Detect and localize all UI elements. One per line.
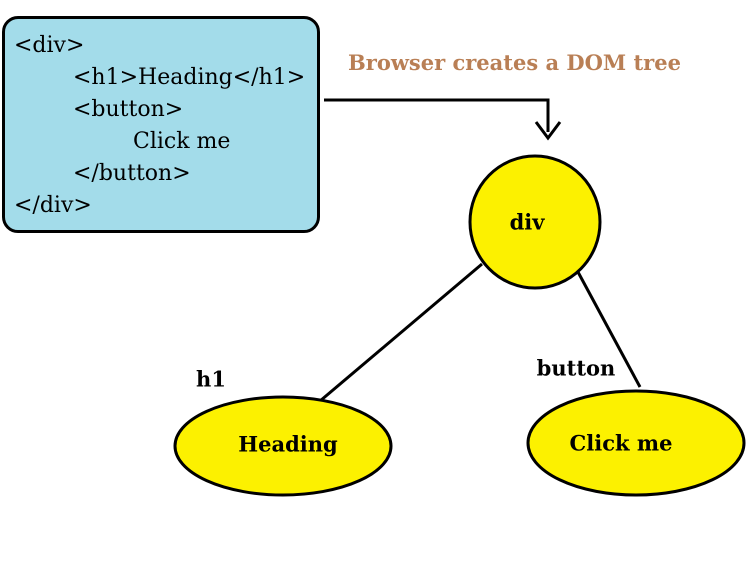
code-line-div-close: </div> — [14, 193, 92, 218]
code-line-h1: <h1>Heading</h1> — [73, 65, 306, 90]
code-line-button-text: Click me — [133, 129, 231, 154]
heading-node — [173, 395, 393, 497]
h1-tag-label: h1 — [196, 366, 226, 392]
button-tag-label: button — [536, 355, 616, 381]
diagram-caption: Browser creates a DOM tree — [348, 50, 681, 75]
edge-div-h1 — [319, 262, 483, 403]
button-node — [526, 389, 746, 497]
html-code-box: <div> <h1>Heading</h1> <button> Click me… — [2, 16, 320, 233]
code-line-button-open: <button> — [73, 97, 184, 122]
arrow-head — [534, 121, 562, 141]
arrow-line — [324, 98, 550, 132]
heading-node-label: Heading — [238, 431, 338, 457]
edge-div-button — [576, 271, 642, 388]
code-line-button-close: </button> — [73, 161, 191, 186]
code-line-div-open: <div> — [14, 33, 85, 58]
button-node-label: Click me — [569, 430, 673, 456]
div-node-label: div — [509, 209, 545, 235]
div-node — [468, 154, 602, 290]
